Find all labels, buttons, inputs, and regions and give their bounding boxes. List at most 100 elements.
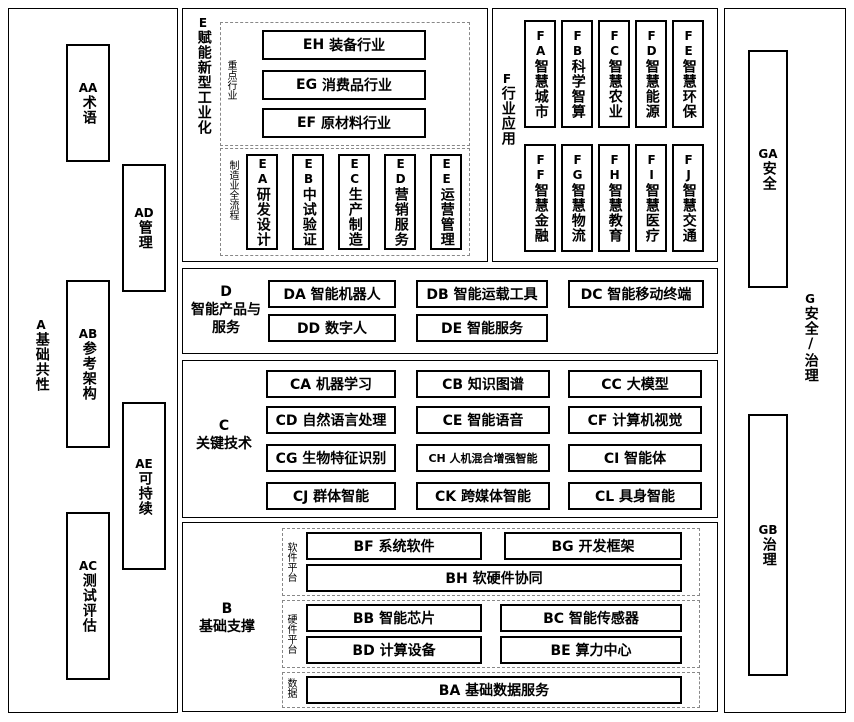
box-eh[interactable]: EH 装备行业 [262,30,426,60]
box-fc[interactable]: FC 智慧农业 [598,20,630,128]
box-dc[interactable]: DC 智能移动终端 [568,280,704,308]
box-bh-label: BH 软硬件协同 [445,571,543,587]
section-d-code: D [220,283,232,300]
box-ba[interactable]: BA 基础数据服务 [306,676,682,704]
box-ci[interactable]: CI 智能体 [568,444,702,472]
box-ck[interactable]: CK 跨媒体智能 [416,482,550,510]
box-da-label: DA 智能机器人 [283,287,381,303]
box-da[interactable]: DA 智能机器人 [268,280,396,308]
box-ch[interactable]: CH 人机混合增强智能 [416,444,550,472]
box-bc-label: BC 智能传感器 [543,611,639,627]
box-ga[interactable]: GA 安全 [748,50,788,288]
box-fg[interactable]: FG 智慧物流 [561,144,593,252]
box-cl[interactable]: CL 具身智能 [568,482,702,510]
box-fc-label: 智慧农业 [606,59,623,119]
box-fg-code: FG [570,153,585,183]
box-ff[interactable]: FF 智慧金融 [524,144,556,252]
box-fj[interactable]: FJ 智慧交通 [672,144,704,252]
box-ed[interactable]: ED 营销服务 [384,154,416,250]
box-ca[interactable]: CA 机器学习 [266,370,396,398]
box-db-label: DB 智能运载工具 [426,287,538,303]
box-aa-label: 术语 [80,95,97,125]
box-fe-code: FE [681,29,696,59]
process-group [220,148,470,256]
box-cj-label: CJ 群体智能 [292,489,370,505]
box-fa-code: FA [533,29,548,59]
box-ed-code: ED [393,157,408,187]
box-fb[interactable]: FB 科学智算 [561,20,593,128]
box-aa-code: AA [78,81,98,95]
box-bh[interactable]: BH 软硬件协同 [306,564,682,592]
box-fb-code: FB [570,29,585,59]
box-ef-code: EF [296,115,317,131]
box-bb[interactable]: BB 智能芯片 [306,604,482,632]
box-cb-label: CB 知识图谱 [442,377,524,393]
box-be[interactable]: BE 算力中心 [500,636,682,664]
box-fe-label: 智慧环保 [680,59,697,119]
box-ee[interactable]: EE 运营管理 [430,154,462,250]
box-ab-code: AB [78,327,98,341]
box-eg-code: EG [296,77,318,93]
box-eb[interactable]: EB 中试验证 [292,154,324,250]
box-fi-label: 智慧医疗 [643,183,660,243]
box-eg[interactable]: EG 消费品行业 [262,70,426,100]
section-f-title: F 行业应用 [496,72,518,146]
section-c-code: C [218,417,230,434]
box-gb-label: 治理 [760,537,777,567]
section-b-code: B [221,600,233,617]
box-bd[interactable]: BD 计算设备 [306,636,482,664]
box-ad[interactable]: AD 管理 [122,164,166,292]
box-cf[interactable]: CF 计算机视觉 [568,406,702,434]
box-ab-label: 参考架构 [80,341,97,401]
section-a-label: 基础共性 [33,332,50,392]
box-ff-label: 智慧金融 [532,183,549,243]
box-ae[interactable]: AE 可持续 [122,402,166,570]
box-bf-label: BF 系统软件 [353,539,435,555]
box-fa[interactable]: FA 智慧城市 [524,20,556,128]
box-fb-label: 科学智算 [569,59,586,119]
box-fe[interactable]: FE 智慧环保 [672,20,704,128]
box-dd[interactable]: DD 数字人 [268,314,396,342]
box-cd-label: CD 自然语言处理 [275,413,387,429]
box-eh-label: 装备行业 [329,38,386,54]
box-cg[interactable]: CG 生物特征识别 [266,444,396,472]
box-ac-code: AC [78,559,98,573]
section-e-code: E [198,16,208,30]
box-ea[interactable]: EA 研发设计 [246,154,278,250]
box-bg[interactable]: BG 开发框架 [504,532,682,560]
box-cd[interactable]: CD 自然语言处理 [266,406,396,434]
box-cj[interactable]: CJ 群体智能 [266,482,396,510]
box-aa[interactable]: AA 术语 [66,44,110,162]
box-cc[interactable]: CC 大模型 [568,370,702,398]
box-fh-code: FH [607,153,622,183]
box-fh[interactable]: FH 智慧教育 [598,144,630,252]
box-bc[interactable]: BC 智能传感器 [500,604,682,632]
data-group [282,672,700,708]
box-ce-label: CE 智能语音 [442,413,524,429]
box-fg-label: 智慧物流 [569,183,586,243]
section-b-label: 基础支撑 [199,619,255,635]
box-ga-code: GA [758,147,778,161]
box-ad-code: AD [134,206,154,220]
box-ac[interactable]: AC 测试评估 [66,512,110,680]
box-eb-code: EB [301,157,316,187]
box-ce[interactable]: CE 智能语音 [416,406,550,434]
box-fd[interactable]: FD 智慧能源 [635,20,667,128]
box-ec[interactable]: EC 生产制造 [338,154,370,250]
box-gb[interactable]: GB 治理 [748,414,788,676]
box-fi[interactable]: FI 智慧医疗 [635,144,667,252]
box-fd-label: 智慧能源 [643,59,660,119]
box-db[interactable]: DB 智能运载工具 [416,280,548,308]
box-bf[interactable]: BF 系统软件 [306,532,482,560]
box-ab[interactable]: AB 参考架构 [66,280,110,448]
section-e-label: 赋能新型工业化 [195,30,212,135]
software-group [282,528,700,596]
box-bd-label: BD 计算设备 [352,643,436,659]
box-gb-code: GB [758,523,778,537]
box-dd-label: DD 数字人 [296,321,368,337]
box-ga-label: 安全 [760,161,777,191]
box-cb[interactable]: CB 知识图谱 [416,370,550,398]
box-ef[interactable]: EF 原材料行业 [262,108,426,138]
section-a-code: A [36,318,46,332]
box-de[interactable]: DE 智能服务 [416,314,548,342]
